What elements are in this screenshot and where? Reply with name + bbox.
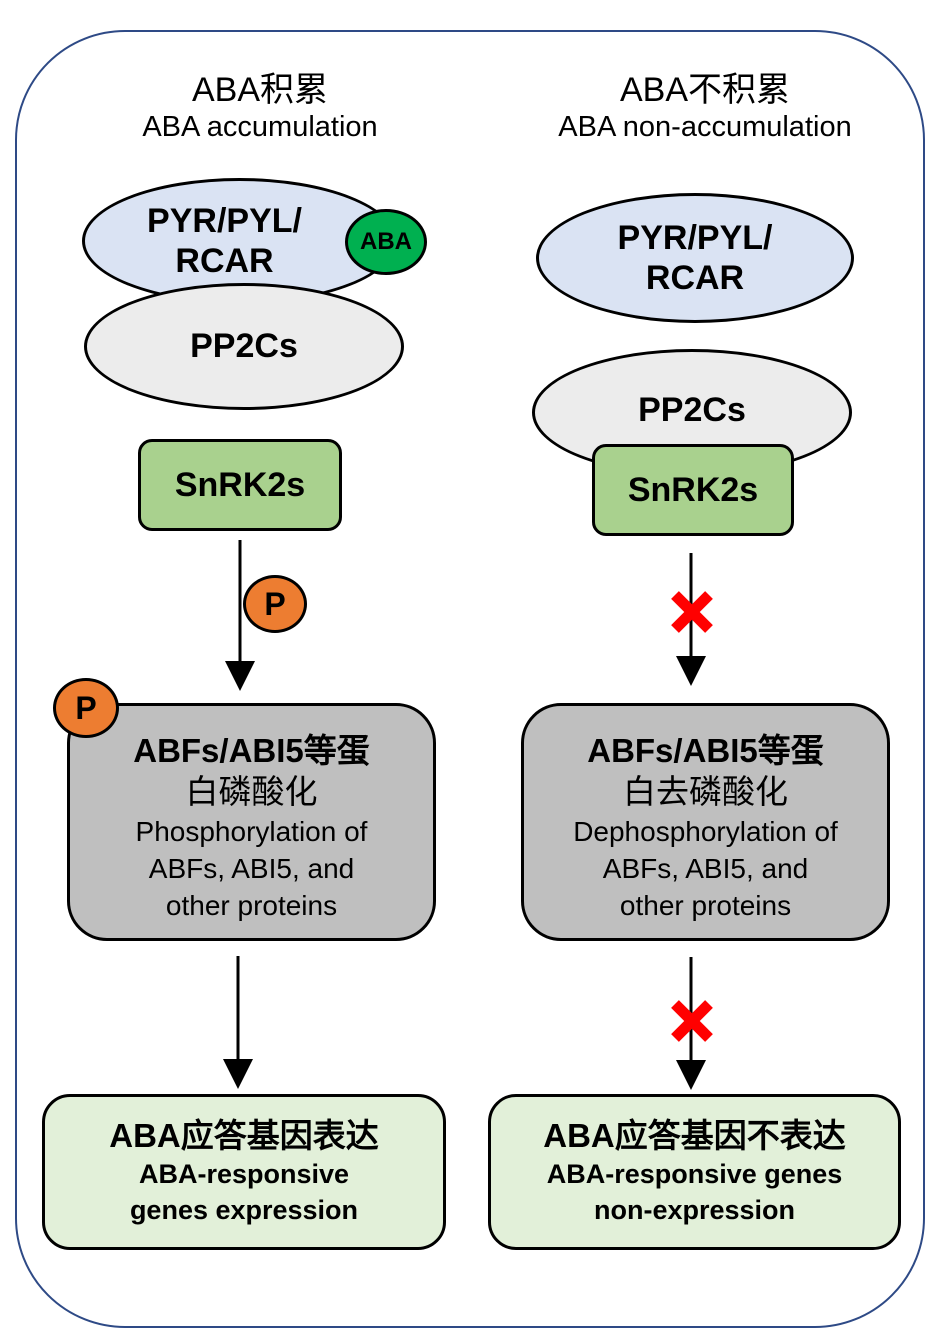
right-header: ABA不积累 ABA non-accumulation <box>530 66 880 148</box>
right-receptor-ellipse: PYR/PYL/ RCAR <box>536 193 854 323</box>
left-output-en-line2: genes expression <box>129 1195 359 1225</box>
block-x-icon-lower <box>671 1000 713 1042</box>
right-output-en-line2: non-expression <box>593 1195 796 1225</box>
diagram-frame <box>15 30 925 1328</box>
right-header-cn: ABA不积累 <box>619 71 791 109</box>
right-target-en-line3: other proteins <box>619 889 792 921</box>
right-target-cn-line2: 白去磷酸化 <box>623 772 788 810</box>
right-receptor-line2: RCAR <box>645 259 745 297</box>
left-snrk2-box: SnRK2s <box>138 439 342 531</box>
right-output-cn: ABA应答基因不表达 <box>543 1117 846 1154</box>
left-output-cn: ABA应答基因表达 <box>109 1117 379 1154</box>
left-target-en-line1: Phosphorylation of <box>135 815 368 847</box>
phosphate-badge-arrow: P <box>243 575 307 633</box>
aba-ligand-badge: ABA <box>345 209 427 275</box>
left-target-cn-line2: 白磷酸化 <box>185 772 318 810</box>
right-target-box: ABFs/ABI5等蛋 白去磷酸化 Dephosphorylation of A… <box>521 703 890 941</box>
right-target-cn-line1: ABFs/ABI5等蛋 <box>587 731 824 769</box>
right-output-box: ABA应答基因不表达 ABA-responsive genes non-expr… <box>488 1094 901 1250</box>
block-x-icon-upper <box>671 591 713 633</box>
phosphate-badge-target: P <box>53 678 119 738</box>
left-target-en-line3: other proteins <box>165 889 338 921</box>
right-target-en-line1: Dephosphorylation of <box>573 815 838 847</box>
left-output-box: ABA应答基因表达 ABA-responsive genes expressio… <box>42 1094 446 1250</box>
left-target-en-line2: ABFs, ABI5, and <box>148 852 355 884</box>
left-target-cn-line1: ABFs/ABI5等蛋 <box>133 731 370 769</box>
right-output-en-line1: ABA-responsive genes <box>546 1159 843 1189</box>
right-snrk2-box: SnRK2s <box>592 444 794 536</box>
left-receptor-line1: PYR/PYL/ <box>147 202 302 240</box>
right-pp2c-label: PP2Cs <box>638 391 746 429</box>
left-pp2c-ellipse: PP2Cs <box>84 283 404 410</box>
right-header-en: ABA non-accumulation <box>558 111 852 143</box>
left-receptor-line2: RCAR <box>175 242 274 280</box>
right-target-en-line2: ABFs, ABI5, and <box>602 852 809 884</box>
left-header-cn: ABA积累 <box>191 71 329 109</box>
left-header-en: ABA accumulation <box>142 111 378 143</box>
left-header: ABA积累 ABA accumulation <box>100 66 420 148</box>
right-receptor-line1: PYR/PYL/ <box>617 219 773 257</box>
left-output-en-line1: ABA-responsive <box>138 1159 350 1189</box>
left-target-box: ABFs/ABI5等蛋 白磷酸化 Phosphorylation of ABFs… <box>67 703 436 941</box>
